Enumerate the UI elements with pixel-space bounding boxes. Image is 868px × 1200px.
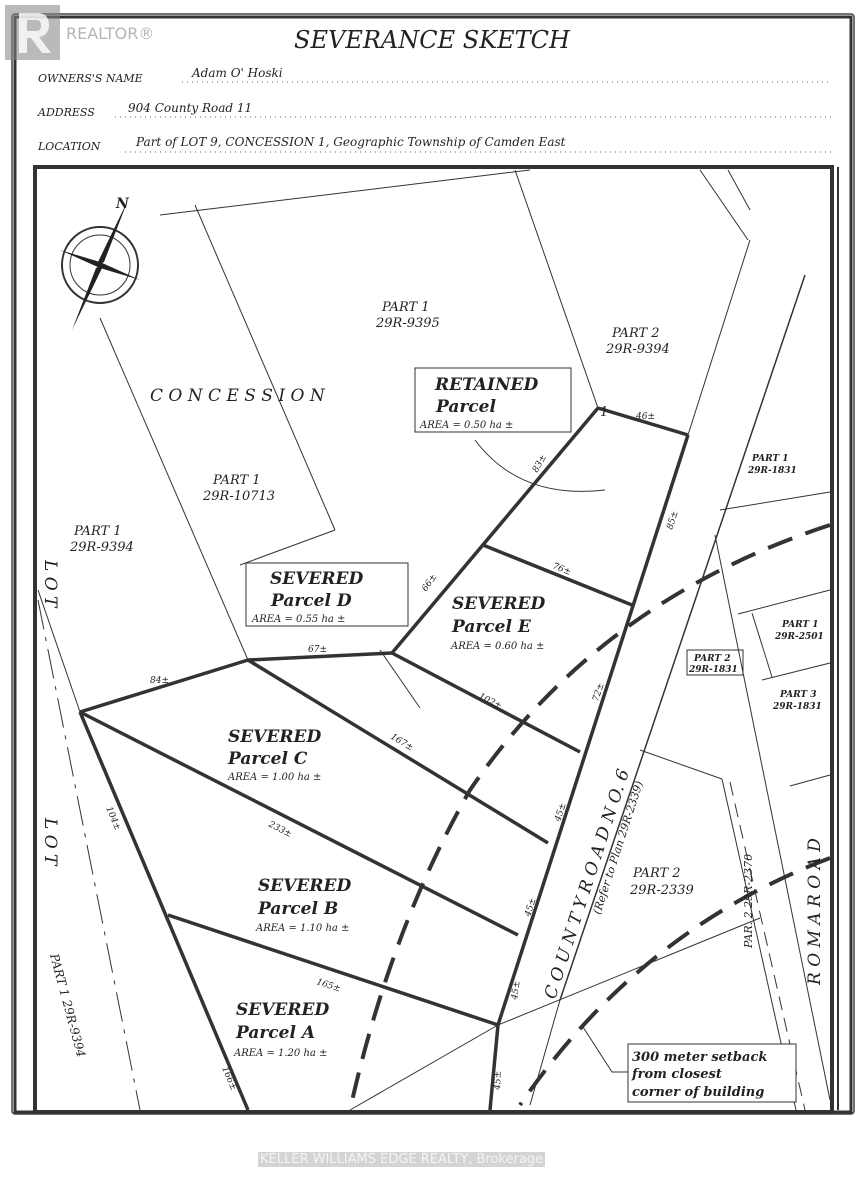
svg-text:C O U N T Y R O A D N O.: C O U N T Y R O A D N O. 6 bbox=[541, 767, 634, 1002]
svg-text:corner of building: corner of building bbox=[632, 1085, 764, 1100]
svg-text:R O M A R O A D: R O M A R O A D bbox=[805, 838, 825, 986]
location-value: Part of LOT 9, CONCESSION 1, Geographic … bbox=[135, 135, 566, 149]
svg-text:Parcel D: Parcel D bbox=[270, 591, 352, 611]
svg-text:SEVERED: SEVERED bbox=[228, 727, 321, 747]
svg-text:PART 1: PART 1 bbox=[781, 620, 819, 630]
parcel-retained: RETAINED Parcel AREA = 0.50 ha ± bbox=[414, 367, 572, 433]
svg-text:AREA = 0.55 ha ±: AREA = 0.55 ha ± bbox=[251, 614, 345, 625]
svg-text:PAR. 2 29R-2370: PAR. 2 29R-2370 bbox=[742, 854, 755, 949]
location-label: LOCATION bbox=[37, 140, 101, 153]
svg-text:29R-9395: 29R-9395 bbox=[375, 316, 440, 331]
svg-text:Parcel E: Parcel E bbox=[451, 617, 532, 637]
svg-text:Parcel B: Parcel B bbox=[257, 899, 338, 919]
svg-text:PART 2: PART 2 bbox=[611, 326, 660, 341]
svg-text:L O T: L O T bbox=[40, 559, 60, 609]
svg-text:29R-2339: 29R-2339 bbox=[629, 883, 694, 898]
svg-text:84±: 84± bbox=[150, 676, 169, 686]
realtor-logo bbox=[5, 5, 60, 60]
svg-text:29R-1831: 29R-1831 bbox=[688, 665, 738, 675]
svg-text:RETAINED: RETAINED bbox=[434, 375, 538, 395]
svg-text:66±: 66± bbox=[420, 572, 439, 593]
svg-text:29R-2501: 29R-2501 bbox=[774, 632, 824, 642]
svg-text:45±: 45± bbox=[510, 980, 523, 1001]
realtor-logo-text: REALTOR® bbox=[66, 24, 155, 43]
realtor-r-logo-icon bbox=[19, 13, 51, 53]
setback-arc bbox=[348, 523, 831, 1111]
svg-text:SEVERED: SEVERED bbox=[236, 1000, 329, 1020]
svg-text:85±: 85± bbox=[665, 510, 680, 531]
address-value: 904 County Road 11 bbox=[128, 101, 252, 115]
setback-note: 300 meter setback from closest corner of… bbox=[627, 1043, 797, 1103]
svg-text:PART 2: PART 2 bbox=[693, 654, 731, 664]
svg-text:PART 2: PART 2 bbox=[632, 866, 681, 881]
svg-text:PART 1 29R-9394: PART 1 29R-9394 bbox=[47, 951, 88, 1059]
svg-text:29R-9394: 29R-9394 bbox=[69, 540, 134, 555]
page-title: SEVERANCE SKETCH bbox=[294, 26, 571, 54]
parcel-a: SEVERED Parcel A AREA = 1.20 ha ± bbox=[233, 1000, 329, 1059]
svg-text:from closest: from closest bbox=[631, 1067, 722, 1082]
north-label: N bbox=[115, 196, 130, 212]
svg-text:PART 3: PART 3 bbox=[779, 690, 817, 700]
svg-text:29R-1831: 29R-1831 bbox=[772, 702, 822, 712]
svg-text:AREA = 1.20 ha ±: AREA = 1.20 ha ± bbox=[233, 1048, 327, 1059]
svg-text:29R-1831: 29R-1831 bbox=[747, 466, 797, 476]
svg-text:67±: 67± bbox=[308, 645, 327, 655]
svg-text:PART 1: PART 1 bbox=[381, 300, 430, 315]
svg-text:29R-9394: 29R-9394 bbox=[605, 342, 670, 357]
parcel-boundaries bbox=[78, 406, 690, 1111]
brokerage-watermark: KELLER WILLIAMS EDGE REALTY, Brokerage bbox=[258, 1152, 546, 1167]
svg-text:AREA = 0.50 ha ±: AREA = 0.50 ha ± bbox=[419, 420, 513, 431]
map-frame bbox=[33, 165, 834, 1114]
north-arrow-compass-icon: N bbox=[60, 196, 140, 330]
svg-text:L O T: L O T bbox=[40, 817, 60, 867]
svg-text:Parcel A: Parcel A bbox=[235, 1023, 315, 1043]
svg-text:PART 1: PART 1 bbox=[212, 473, 261, 488]
parcel-c: SEVERED Parcel C AREA = 1.00 ha ± bbox=[227, 727, 321, 783]
parcel-d: SEVERED Parcel D AREA = 0.55 ha ± bbox=[245, 562, 409, 627]
owner-label: OWNERS'S NAME bbox=[38, 72, 143, 85]
svg-text:165±: 165± bbox=[315, 977, 342, 994]
svg-text:SEVERED: SEVERED bbox=[452, 594, 545, 614]
svg-text:PART 1: PART 1 bbox=[751, 454, 789, 464]
svg-text:PART 1: PART 1 bbox=[73, 524, 122, 539]
svg-text:AREA = 1.10 ha ±: AREA = 1.10 ha ± bbox=[255, 923, 349, 934]
svg-text:Parcel C: Parcel C bbox=[227, 749, 308, 769]
concession-label: C O N C E S S I O N bbox=[150, 386, 326, 406]
parcel-b: SEVERED Parcel B AREA = 1.10 ha ± bbox=[255, 876, 351, 934]
svg-text:1: 1 bbox=[600, 405, 608, 420]
svg-text:102±: 102± bbox=[477, 692, 504, 712]
svg-text:SEVERED: SEVERED bbox=[270, 569, 363, 589]
svg-text:45±: 45± bbox=[493, 1071, 504, 1091]
outer-frame bbox=[11, 13, 855, 1115]
address-label: ADDRESS bbox=[37, 106, 95, 119]
svg-text:SEVERED: SEVERED bbox=[258, 876, 351, 896]
svg-text:29R-10713: 29R-10713 bbox=[202, 489, 275, 504]
svg-text:46±: 46± bbox=[635, 412, 655, 422]
svg-text:300 meter setback: 300 meter setback bbox=[632, 1050, 767, 1065]
svg-text:Parcel: Parcel bbox=[435, 397, 496, 417]
setback-arc-2 bbox=[518, 856, 831, 1107]
inner-frame bbox=[13, 15, 853, 1114]
svg-text:AREA = 0.60 ha ±: AREA = 0.60 ha ± bbox=[450, 641, 544, 652]
property-lines bbox=[37, 169, 831, 1111]
svg-text:233±: 233± bbox=[266, 819, 293, 840]
svg-text:AREA = 1.00 ha ±: AREA = 1.00 ha ± bbox=[227, 772, 321, 783]
parcel-e: SEVERED Parcel E AREA = 0.60 ha ± bbox=[450, 594, 545, 652]
owner-value: Adam O' Hoski bbox=[191, 66, 283, 80]
